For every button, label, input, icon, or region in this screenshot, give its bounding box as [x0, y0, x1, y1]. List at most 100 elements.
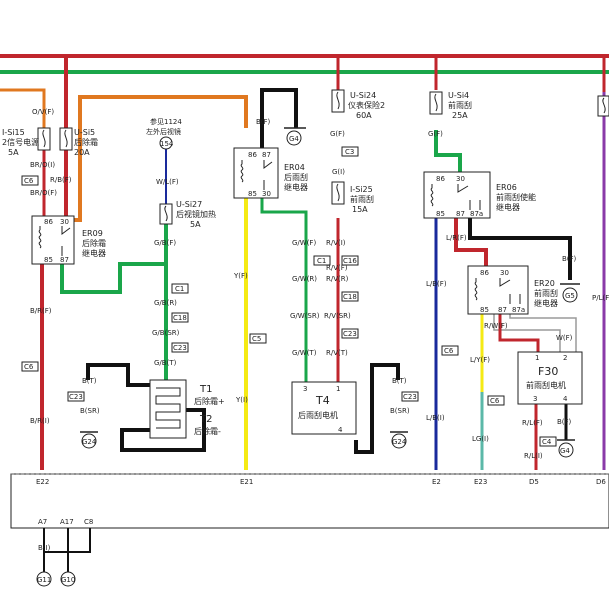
wire-black-a17 [44, 528, 91, 572]
er20-pin-30: 30 [500, 269, 509, 277]
label-gw3: G/W(SR) [290, 312, 320, 320]
label-ly: L/Y(F) [470, 356, 490, 364]
label-gf2: G(F) [428, 130, 443, 138]
conn-c23-d: C23 [403, 393, 417, 401]
fuse-si5-desc: 后除霜 [74, 137, 98, 147]
fuse-si5-id: U-Si5 [74, 128, 95, 137]
er04-id: ER04 [284, 163, 305, 172]
conn-c6-b: C6 [24, 363, 34, 371]
label-bt2: B(T) [392, 377, 407, 385]
fuse-si15-rating: 5A [8, 148, 19, 157]
er09-line2: 继电器 [82, 248, 106, 258]
ground-g11: G11 [37, 576, 51, 584]
fuse-si27-desc: 后视镜加热 [176, 209, 216, 219]
f30-pin-3: 3 [533, 395, 537, 403]
wire-grey-87 [509, 312, 577, 352]
label-gb3: G/B(SR) [152, 329, 180, 337]
er09-pin-30: 30 [60, 218, 69, 226]
reference-note: 参见1124 左外后视镜 154 [146, 117, 182, 150]
pin-e21: E21 [240, 478, 253, 486]
fuse-si25-id: I-Si25 [350, 185, 373, 194]
wire-green-er09 [60, 245, 168, 294]
rear-defroster-element: T1 后除霜+ T2 后除霜- [149, 379, 225, 439]
fuse-si27: U-Si27 后视镜加热 5A [159, 200, 216, 229]
label-bf-g5: B(F) [562, 255, 577, 263]
fuse-si24-id: U-Si24 [350, 91, 376, 100]
f30-pin-4: 4 [563, 395, 568, 403]
pin-c8: C8 [84, 518, 93, 526]
t2-name: 后除霜- [194, 426, 221, 436]
er09-pin-87: 87 [60, 256, 69, 264]
conn-c18-b: C18 [343, 293, 357, 301]
label-gw2: G/W(R) [292, 275, 317, 283]
label-bsr1: B(SR) [80, 407, 100, 415]
wire-orange-left [0, 88, 46, 128]
er20-pin-87: 87 [498, 306, 507, 314]
label-wf: W(F) [556, 334, 573, 342]
wire-black-t4 [354, 363, 400, 454]
label-bro-bot: BR/O(F) [30, 189, 57, 197]
pin-d5: D5 [529, 478, 539, 486]
ground-g24-b: G24 [392, 438, 407, 446]
fuse-si15-desc: 2信号电源 [2, 137, 39, 147]
er20-line2: 继电器 [534, 298, 558, 308]
label-rv2: R/V(F) [326, 264, 348, 272]
wire-green-white [260, 198, 308, 382]
relay-er20: 86 30 85 87 87a ER20 前雨刮 继电器 [467, 265, 558, 315]
wire-red-lr [454, 215, 488, 270]
t4-pin-3: 3 [303, 385, 307, 393]
er04-line2: 继电器 [284, 182, 308, 192]
fuse-si4-id: U-Si4 [448, 91, 469, 100]
wire-green-si4 [434, 130, 462, 172]
wire-orange-loop [66, 95, 248, 222]
label-ov: O/V(F) [32, 108, 54, 116]
label-bf-er04: B(F) [256, 118, 271, 126]
fuse-si25-rating: 15A [352, 205, 368, 214]
pin-e22: E22 [36, 478, 49, 486]
pin-a7: A7 [38, 518, 47, 526]
label-lgi: LG(I) [472, 435, 489, 443]
f30-pin-2: 2 [563, 354, 567, 362]
label-gw1: G/W(F) [292, 239, 316, 247]
pin-e2: E2 [432, 478, 441, 486]
label-bri: B/R(I) [30, 417, 50, 425]
t2-id: T2 [199, 414, 212, 425]
label-plf: P/L(F) [592, 294, 609, 302]
fuse-si25-desc: 前雨刮 [350, 194, 374, 204]
er20-pin-87a: 87a [512, 306, 525, 314]
t4-id: T4 [315, 394, 330, 407]
connector-tags: C6 C6 C1 C18 C23 C5 C1 C3 C16 C18 C23 C2… [21, 146, 557, 447]
wire-black-t1 [86, 363, 150, 387]
label-gb4: G/B(T) [154, 359, 177, 367]
t1-id: T1 [199, 384, 212, 395]
ground-g4-b: G4 [560, 447, 570, 455]
er20-pin-85: 85 [480, 306, 489, 314]
conn-c23-b: C23 [343, 330, 357, 338]
relay-er04: 86 87 85 30 ER04 后雨刮 继电器 [233, 147, 308, 199]
fuse-si24: U-Si24 仪表保险2 60A [331, 89, 385, 120]
er20-id: ER20 [534, 279, 555, 288]
ground-g5: G5 [565, 292, 575, 300]
conn-c16: C16 [343, 257, 357, 265]
fuse-si15-id: I-Si15 [2, 128, 25, 137]
label-wl: W/L(F) [156, 178, 179, 186]
conn-c6-c: C6 [444, 347, 454, 355]
label-rv3: R/V(R) [326, 275, 349, 283]
fuse-si24-desc: 仪表保险2 [348, 100, 385, 110]
ground-g10: G10 [61, 576, 75, 584]
conn-c1-a: C1 [175, 285, 184, 293]
er06-line2: 继电器 [496, 202, 520, 212]
label-gb2: G/B(R) [154, 299, 177, 307]
reference-line1: 参见1124 [150, 117, 182, 126]
ground-g24-a: G24 [82, 438, 97, 446]
fuse-si27-rating: 5A [190, 220, 201, 229]
label-lb1: L/B(F) [426, 280, 447, 288]
label-gi: G(I) [332, 168, 345, 176]
fuse-si25: I-Si25 前雨刮 15A [331, 181, 374, 214]
pin-d6: D6 [596, 478, 606, 486]
label-lrf: L/R(F) [446, 234, 467, 242]
wire-black-t2 [120, 408, 206, 452]
ground-g4-a: G4 [289, 135, 299, 143]
conn-c1-b: C1 [317, 257, 326, 265]
